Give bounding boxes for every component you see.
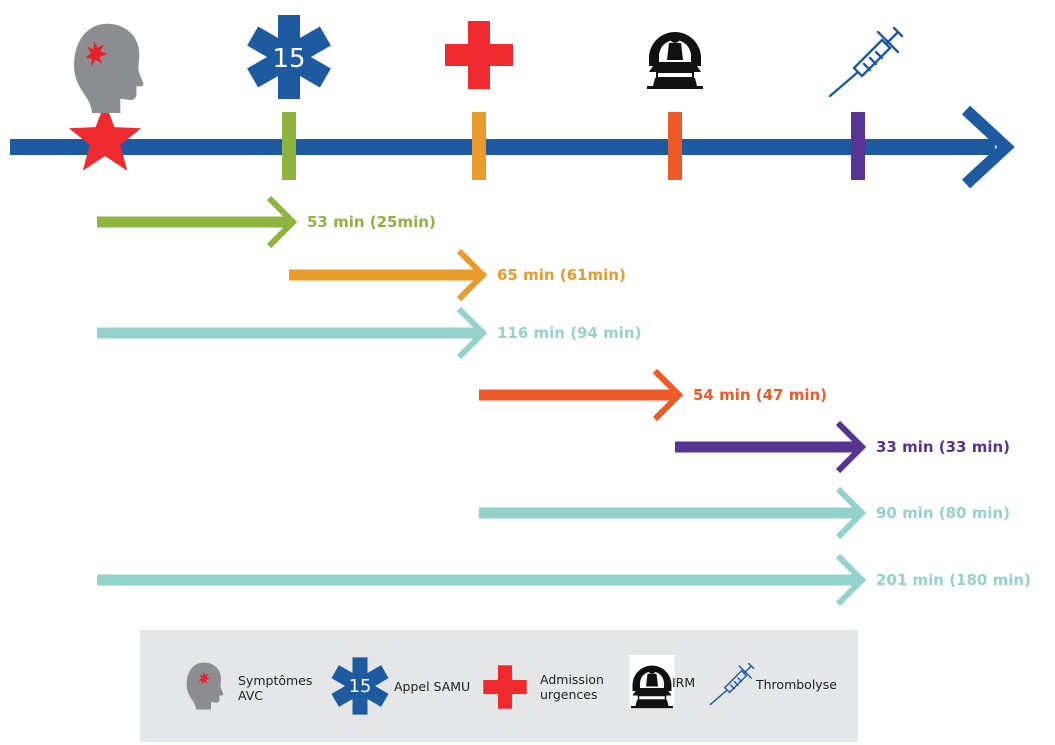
legend-item-thrombolyse: Thrombolyse <box>708 658 837 710</box>
legend: Symptômes AVC 15 Appel SAMU Admission ur… <box>140 630 858 742</box>
timeline <box>10 102 1015 189</box>
legend-item-symptomes: Symptômes AVC <box>184 657 312 715</box>
interval-arrowhead <box>835 486 867 540</box>
legend-item-admission: Admission urgences <box>482 664 604 710</box>
brain-spot-icon <box>198 671 210 685</box>
milestone-icons: 15 <box>73 15 904 114</box>
legend-label-symptomes-2: AVC <box>238 688 264 703</box>
interval-arrowhead <box>835 553 867 607</box>
interval-arrows: 53 min (25min) 65 min (61min) 116 min (94 … <box>97 195 1031 607</box>
samu-number: 15 <box>272 44 305 74</box>
timeline-tick-thrombolyse <box>851 112 865 180</box>
stroke-onset-star-icon <box>68 102 142 171</box>
interval-label: 65 min (61min) <box>497 266 626 284</box>
timeline-tick-samu <box>282 112 296 180</box>
red-cross-icon <box>445 21 513 89</box>
interval-arrowhead <box>652 368 684 422</box>
mri-scanner-icon <box>628 654 676 710</box>
interval-arrow-symptomes-thrombolyse: 201 min (180 min) <box>97 553 1031 607</box>
legend-item-samu: 15 Appel SAMU <box>330 656 470 716</box>
interval-label: 54 min (47 min) <box>693 386 827 404</box>
interval-arrow-admission-irm: 54 min (47 min) <box>479 368 827 422</box>
red-cross-icon <box>483 665 527 709</box>
interval-arrowhead <box>456 248 488 302</box>
head-icon <box>73 23 144 114</box>
legend-label-samu: Appel SAMU <box>394 678 471 694</box>
interval-arrowhead <box>835 420 867 474</box>
interval-label: 33 min (33 min) <box>876 438 1010 456</box>
legend-label-symptomes-1: Symptômes <box>238 673 313 688</box>
interval-label: 116 min (94 min) <box>497 324 641 342</box>
legend-item-irm: IRM <box>628 652 695 712</box>
interval-arrow-admission-thrombolyse: 90 min (80 min) <box>479 486 1010 540</box>
interval-arrow-symptomes-admission: 116 min (94 min) <box>97 306 641 360</box>
samu-number: 15 <box>349 677 372 697</box>
interval-label: 201 min (180 min) <box>876 571 1031 589</box>
syringe-icon <box>828 26 904 98</box>
syringe-icon <box>709 662 755 706</box>
legend-label-admission-1: Admission <box>540 672 604 687</box>
samu-star-icon: 15 <box>247 15 331 99</box>
interval-label: 90 min (80 min) <box>876 504 1010 522</box>
legend-label-irm: IRM <box>672 674 696 690</box>
interval-arrow-irm-thrombolyse: 33 min (33 min) <box>675 420 1010 474</box>
timeline-bar <box>10 139 995 155</box>
interval-arrowhead <box>266 195 298 249</box>
legend-label-admission-2: urgences <box>540 687 598 702</box>
legend-label-thrombolyse: Thrombolyse <box>756 676 837 692</box>
timeline-tick-admission <box>472 112 486 180</box>
timeline-tick-irm <box>668 112 682 180</box>
interval-arrow-symptomes-samu: 53 min (25min) <box>97 195 436 249</box>
mri-scanner-icon <box>644 17 706 91</box>
timeline-arrowhead <box>961 105 1015 189</box>
samu-star-icon: 15 <box>331 657 389 715</box>
interval-label: 53 min (25min) <box>307 213 436 231</box>
interval-arrow-samu-admission: 65 min (61min) <box>289 248 626 302</box>
brain-spot-icon <box>85 40 107 67</box>
head-icon <box>186 662 224 710</box>
interval-arrowhead <box>456 306 488 360</box>
